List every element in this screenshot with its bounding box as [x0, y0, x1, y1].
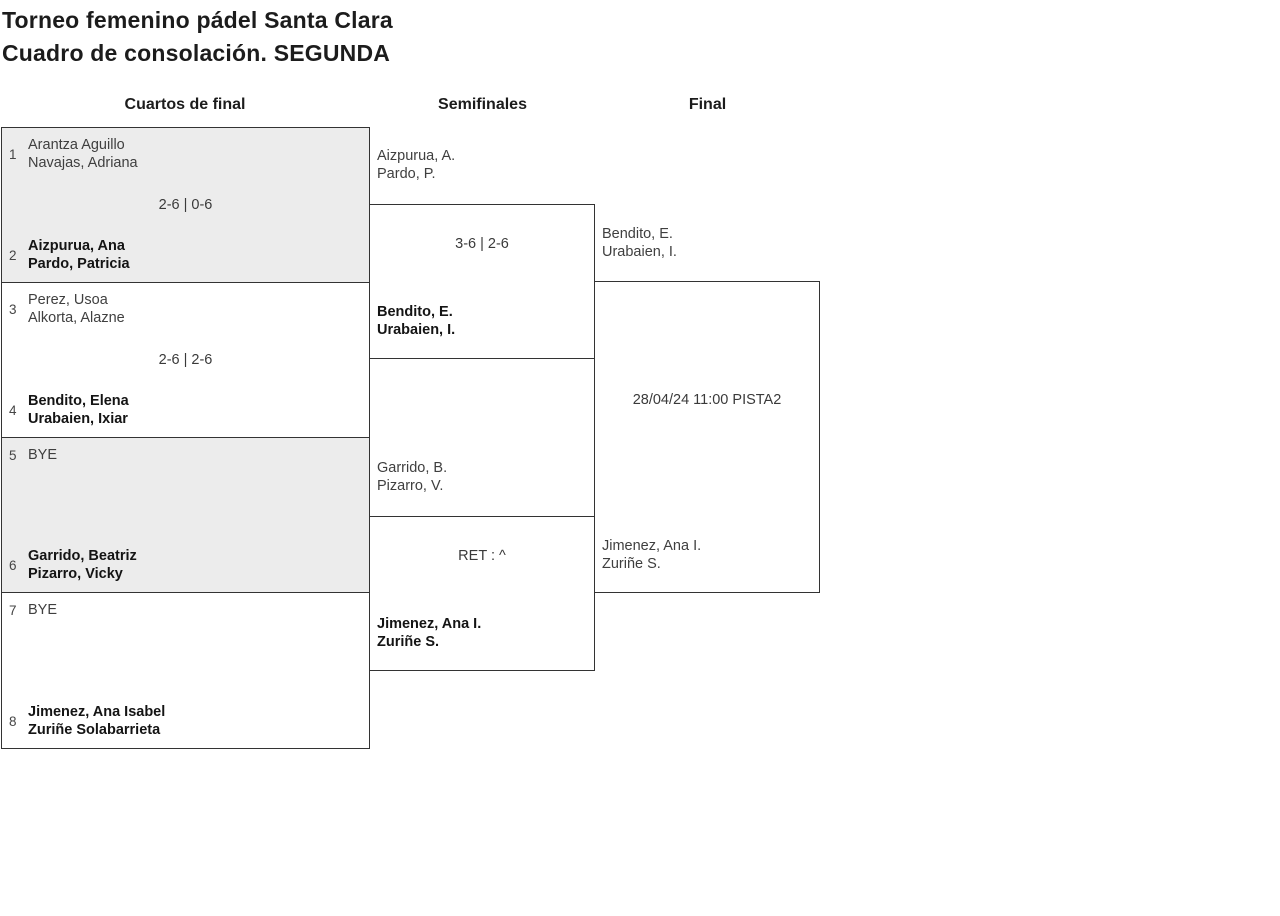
sf1-team-bottom: Bendito, E. Urabaien, I.	[377, 303, 455, 339]
qf-match-2: 3 Perez, Usoa Alkorta, Alazne 2-6 | 2-6 …	[2, 283, 369, 438]
qf3-team-bottom: 6 Garrido, Beatriz Pizarro, Vicky	[9, 547, 137, 583]
round-header-semifinals: Semifinales	[438, 96, 527, 113]
player-name: Alkorta, Alazne	[28, 310, 125, 326]
qf1-team-top: 1 Arantza Aguillo Navajas, Adriana	[9, 136, 138, 172]
qf3-team-top: 5 BYE	[9, 446, 57, 464]
team-name: Arantza Aguillo Navajas, Adriana	[28, 136, 138, 172]
player-name: Pardo, Patricia	[28, 256, 130, 272]
player-name: Aizpurua, Ana	[28, 238, 125, 254]
seed-number: 3	[9, 301, 17, 317]
final-team-top: Bendito, E. Urabaien, I.	[602, 225, 677, 261]
seed-number: 5	[9, 447, 17, 463]
qf-match-1: 1 Arantza Aguillo Navajas, Adriana 2-6 |…	[2, 128, 369, 283]
seed-number: 4	[9, 402, 17, 418]
player-name: Urabaien, I.	[602, 244, 677, 260]
qf1-team-bottom: 2 Aizpurua, Ana Pardo, Patricia	[9, 237, 130, 273]
player-name: Garrido, B.	[377, 460, 448, 476]
player-name: Pizarro, V.	[377, 478, 444, 494]
round-header-quarterfinals: Cuartos de final	[124, 96, 246, 113]
final-team-bottom: Jimenez, Ana I. Zuriñe S.	[602, 537, 701, 573]
page-title: Torneo femenino pádel Santa Clara Cuadro…	[2, 4, 393, 70]
player-name: Urabaien, I.	[377, 322, 456, 338]
draw-name: Cuadro de consolación. SEGUNDA	[2, 40, 391, 66]
seed-number: 7	[9, 602, 17, 618]
team-name-winner: Aizpurua, Ana Pardo, Patricia	[28, 237, 130, 273]
player-name: Bendito, E.	[377, 304, 453, 320]
player-name: Jimenez, Ana I.	[602, 538, 702, 554]
player-name: BYE	[28, 447, 58, 463]
team-name: BYE	[28, 601, 57, 619]
team-name: Perez, Usoa Alkorta, Alazne	[28, 291, 125, 327]
quarterfinals-column: 1 Arantza Aguillo Navajas, Adriana 2-6 |…	[1, 127, 370, 749]
qf-match-4: 7 BYE 8 Jimenez, Ana Isabel Zuriñe Solab…	[2, 593, 369, 748]
sf1-team-top: Aizpurua, A. Pardo, P.	[377, 147, 455, 183]
qf-match-3: 5 BYE 6 Garrido, Beatriz Pizarro, Vicky	[2, 438, 369, 593]
sf2-score: RET : ^	[458, 548, 506, 564]
player-name: Pardo, P.	[377, 166, 436, 182]
player-name: Arantza Aguillo	[28, 137, 125, 153]
final-match-info: 28/04/24 11:00 PISTA2	[632, 392, 782, 408]
tournament-name: Torneo femenino pádel Santa Clara	[2, 7, 393, 33]
qf4-team-top: 7 BYE	[9, 601, 57, 619]
team-name-winner: Jimenez, Ana Isabel Zuriñe Solabarrieta	[28, 703, 165, 739]
team-name: BYE	[28, 446, 57, 464]
player-name: Zuriñe Solabarrieta	[28, 722, 161, 738]
player-name: BYE	[28, 602, 58, 618]
player-name: Urabaien, Ixiar	[28, 411, 128, 427]
round-header-final: Final	[688, 96, 727, 113]
seed-number: 8	[9, 713, 17, 729]
player-name: Aizpurua, A.	[377, 148, 456, 164]
sf2-team-top: Garrido, B. Pizarro, V.	[377, 459, 447, 495]
player-name: Jimenez, Ana I.	[377, 616, 482, 632]
team-name-winner: Garrido, Beatriz Pizarro, Vicky	[28, 547, 137, 583]
match-score: 2-6 | 0-6	[158, 197, 213, 213]
sf1-score: 3-6 | 2-6	[455, 236, 509, 252]
match-score: 2-6 | 2-6	[158, 352, 213, 368]
sf2-team-bottom: Jimenez, Ana I. Zuriñe S.	[377, 615, 481, 651]
qf4-team-bottom: 8 Jimenez, Ana Isabel Zuriñe Solabarriet…	[9, 703, 165, 739]
player-name: Bendito, Elena	[28, 393, 129, 409]
player-name: Pizarro, Vicky	[28, 566, 123, 582]
player-name: Perez, Usoa	[28, 292, 108, 308]
player-name: Bendito, E.	[602, 226, 673, 242]
qf2-team-top: 3 Perez, Usoa Alkorta, Alazne	[9, 291, 125, 327]
player-name: Zuriñe S.	[377, 634, 440, 650]
sf-match-2-box	[369, 516, 595, 671]
player-name: Zuriñe S.	[602, 556, 661, 572]
player-name: Navajas, Adriana	[28, 155, 138, 171]
team-name-winner: Bendito, Elena Urabaien, Ixiar	[28, 392, 129, 428]
final-match-box	[594, 281, 820, 593]
player-name: Garrido, Beatriz	[28, 548, 137, 564]
seed-number: 2	[9, 247, 17, 263]
qf2-team-bottom: 4 Bendito, Elena Urabaien, Ixiar	[9, 392, 129, 428]
seed-number: 6	[9, 557, 17, 573]
player-name: Jimenez, Ana Isabel	[28, 704, 166, 720]
seed-number: 1	[9, 146, 17, 162]
